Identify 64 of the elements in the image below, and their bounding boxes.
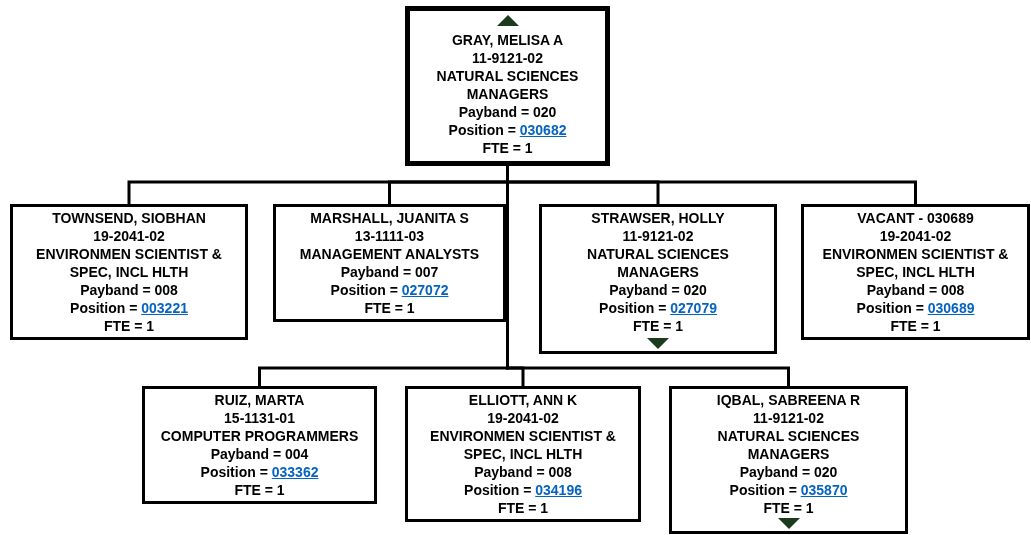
position-link: 003221: [141, 300, 188, 316]
employee-name: RUIZ, MARTA: [213, 391, 306, 409]
job-title: NATURAL SCIENCES MANAGERS: [716, 427, 861, 463]
job-code: 11-9121-02: [752, 409, 825, 427]
employee-name: GRAY, MELISA A: [450, 31, 565, 49]
position-link: 027079: [670, 300, 717, 316]
position-link: 030682: [519, 122, 567, 138]
fte-text: FTE = 1: [631, 317, 685, 335]
payband-text: Payband = 007: [339, 263, 440, 281]
employee-box: [10, 204, 248, 340]
employee-name: TOWNSEND, SIOBHAN: [51, 209, 207, 227]
fte-text: FTE = 1: [102, 317, 156, 335]
employee-name: MARSHALL, JUANITA S: [309, 209, 470, 227]
fte-text: FTE = 1: [363, 299, 416, 317]
employee-box: [142, 386, 377, 504]
job-code: 13-1111-03: [353, 227, 426, 245]
position-text: Position = 003221: [69, 299, 189, 317]
payband-text: Payband = 008: [865, 281, 966, 299]
job-title: ENVIRONMEN SCIENTIST & SPEC, INCL HLTH: [429, 427, 617, 463]
job-title: NATURAL SCIENCES MANAGERS: [586, 245, 730, 281]
job-code: 15-1131-01: [223, 409, 296, 427]
position-text: Position = 030689: [855, 299, 976, 317]
employee-box: [405, 6, 610, 166]
payband-text: Payband = 004: [209, 445, 310, 463]
fte-text: FTE = 1: [481, 139, 534, 157]
job-code: 19-2041-02: [92, 227, 166, 245]
position-text: Position = 034196: [463, 481, 583, 499]
employee-name: VACANT - 030689: [856, 209, 975, 227]
position-text: Position = 033362: [199, 463, 320, 481]
position-text: Position = 035870: [728, 481, 849, 499]
employee-box: [405, 386, 641, 522]
job-title: ENVIRONMEN SCIENTIST & SPEC, INCL HLTH: [35, 245, 223, 281]
job-code: 19-2041-02: [878, 227, 953, 245]
employee-name: IQBAL, SABREENA R: [715, 391, 862, 409]
employee-name: ELLIOTT, ANN K: [467, 391, 579, 409]
employee-box: [273, 204, 506, 322]
position-link: 030689: [927, 300, 975, 316]
fte-text: FTE = 1: [496, 499, 550, 517]
job-title: MANAGEMENT ANALYSTS: [298, 245, 481, 263]
position-text: Position = 030682: [447, 121, 568, 139]
job-code: 11-9121-02: [621, 227, 695, 245]
job-code: 11-9121-02: [471, 49, 544, 67]
job-title: NATURAL SCIENCES MANAGERS: [435, 67, 580, 103]
position-link: 034196: [535, 482, 582, 498]
payband-text: Payband = 020: [738, 463, 839, 481]
position-link: 035870: [800, 482, 848, 498]
employee-box: [669, 386, 908, 534]
employee-box: [539, 204, 777, 354]
payband-text: Payband = 008: [473, 463, 573, 481]
position-link: 033362: [271, 464, 319, 480]
fte-text: FTE = 1: [762, 499, 815, 517]
job-title: COMPUTER PROGRAMMERS: [159, 427, 360, 445]
fte-text: FTE = 1: [233, 481, 286, 499]
payband-text: Payband = 020: [608, 281, 708, 299]
position-text: Position = 027079: [598, 299, 718, 317]
position-text: Position = 027072: [329, 281, 450, 299]
fte-text: FTE = 1: [889, 317, 942, 335]
employee-name: STRAWSER, HOLLY: [590, 209, 726, 227]
employee-box: [801, 204, 1030, 340]
payband-text: Payband = 008: [79, 281, 179, 299]
job-code: 19-2041-02: [486, 409, 560, 427]
job-title: ENVIRONMEN SCIENTIST & SPEC, INCL HLTH: [821, 245, 1010, 281]
position-link: 027072: [401, 282, 449, 298]
payband-text: Payband = 020: [457, 103, 558, 121]
